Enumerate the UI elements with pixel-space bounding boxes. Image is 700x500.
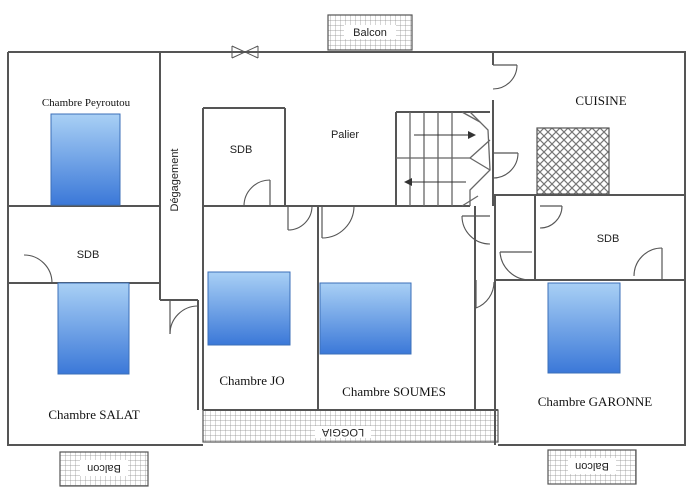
label-degagement: Dégagement bbox=[169, 149, 181, 212]
loggia: LOGGIA bbox=[202, 409, 499, 443]
bed-garonne bbox=[547, 282, 621, 374]
label-sdb-right: SDB bbox=[597, 233, 620, 245]
beds bbox=[50, 113, 621, 375]
balcon-bottom-left: Balcon bbox=[59, 451, 149, 487]
label-chambre-salat: Chambre SALAT bbox=[48, 407, 139, 422]
bed-soumes bbox=[319, 282, 412, 355]
label-cuisine: CUISINE bbox=[575, 93, 626, 108]
label-palier: Palier bbox=[331, 129, 359, 141]
interior-walls bbox=[8, 52, 685, 445]
outer-walls bbox=[7, 45, 686, 446]
label-chambre-peyroutou: Chambre Peyroutou bbox=[42, 97, 131, 109]
bed-peyroutou bbox=[50, 113, 121, 206]
balcon-top: Balcon bbox=[327, 14, 413, 51]
label-sdb-left: SDB bbox=[77, 249, 100, 261]
label-chambre-garonne: Chambre GARONNE bbox=[538, 394, 653, 409]
label-chambre-soumes: Chambre SOUMES bbox=[342, 384, 446, 399]
staircase bbox=[396, 111, 491, 207]
label-sdb-top: SDB bbox=[230, 144, 253, 156]
balcon-bottom-left-label: Balcon bbox=[87, 462, 121, 474]
label-chambre-jo: Chambre JO bbox=[219, 373, 284, 388]
balcon-top-label: Balcon bbox=[353, 27, 387, 39]
kitchen-counter bbox=[536, 127, 610, 195]
balcon-bottom-right-label: Balcon bbox=[575, 460, 609, 472]
bed-salat bbox=[57, 282, 130, 375]
loggia-label: LOGGIA bbox=[321, 426, 364, 438]
room-labels: Chambre Peyroutou CUISINE Palier Dégagem… bbox=[42, 93, 652, 422]
doors bbox=[7, 64, 663, 380]
balcon-bottom-right: Balcon bbox=[547, 449, 637, 485]
bed-jo bbox=[207, 271, 291, 346]
